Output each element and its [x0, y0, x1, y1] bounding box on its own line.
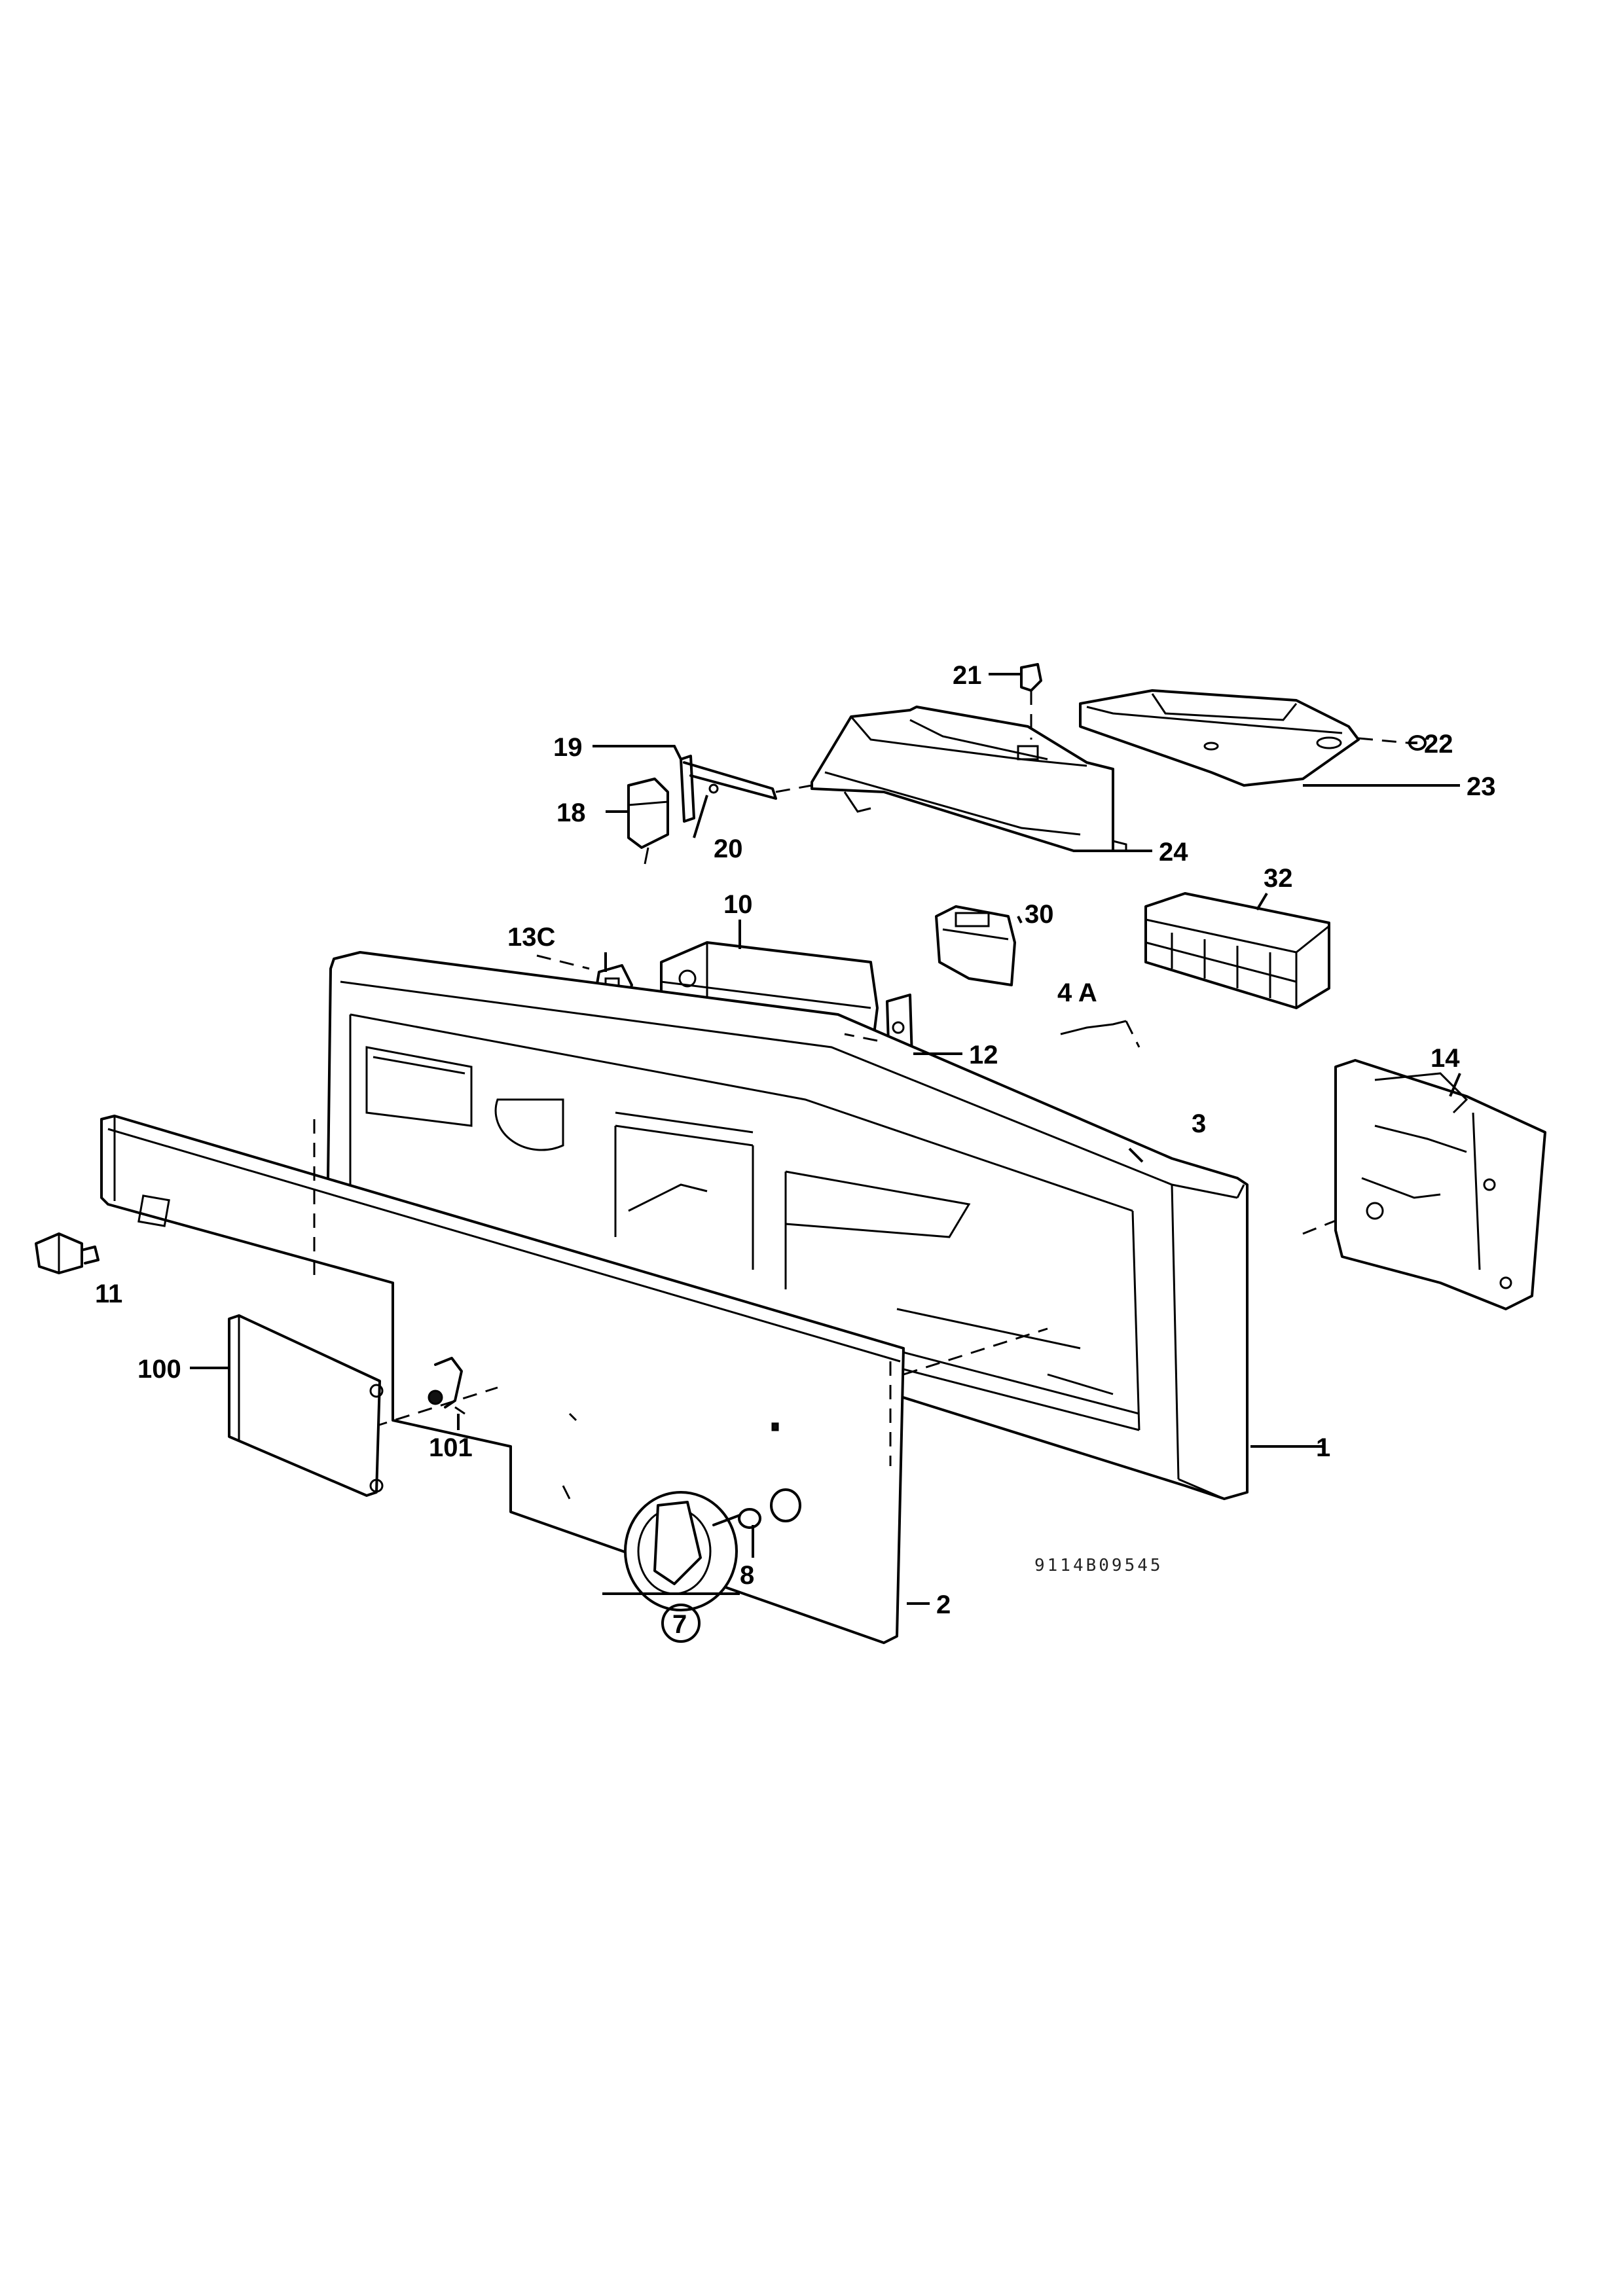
callout-24: 24: [1159, 838, 1188, 867]
callout-101: 101: [429, 1433, 473, 1462]
part-23-tray: [1079, 689, 1360, 787]
part-100-door-panel: [228, 1314, 384, 1497]
part-19-rod: [680, 755, 812, 823]
callout-11: 11: [95, 1280, 122, 1308]
part-20-pin: [708, 783, 719, 794]
part-18-switch: [627, 778, 669, 865]
callout-20: 20: [714, 834, 743, 863]
callout-100: 100: [137, 1355, 181, 1384]
callout-10: 10: [723, 890, 753, 919]
part-11-clip: [35, 1232, 100, 1274]
alignment-lines: [313, 954, 1048, 1466]
part-30-holder: [935, 905, 1016, 986]
callout-14: 14: [1431, 1044, 1460, 1073]
callout-19: 19: [553, 733, 583, 762]
callout-12: 12: [969, 1041, 998, 1069]
callout-2: 2: [936, 1590, 951, 1619]
part-4a-pin: [1060, 1020, 1140, 1048]
leader-lines: [190, 673, 1461, 1605]
part-21-screw: [1020, 663, 1042, 740]
callout-labels: 1 2 3 4 A 7 8 10 11 12 13C 14 18 19 20 2…: [95, 661, 1496, 1639]
part-32-connector-block: [1144, 892, 1330, 1009]
callout-32: 32: [1264, 864, 1293, 893]
part-101-spring: [428, 1357, 465, 1415]
part-8-spindle: [712, 1488, 801, 1529]
part-24-housing: [811, 706, 1127, 852]
callout-23: 23: [1467, 772, 1496, 801]
callout-21: 21: [953, 661, 982, 690]
callout-8: 8: [740, 1561, 754, 1590]
drawing-code: 9114B09545: [1034, 1556, 1163, 1575]
callout-1: 1: [1316, 1433, 1330, 1462]
part-14-switch-assembly: [1302, 1059, 1546, 1310]
callout-3: 3: [1192, 1109, 1206, 1138]
callout-7: 7: [672, 1610, 687, 1639]
callout-13c: 13C: [507, 923, 555, 952]
callout-4a: 4 A: [1057, 978, 1097, 1007]
callout-30: 30: [1025, 900, 1054, 929]
callout-22: 22: [1424, 730, 1453, 759]
callout-18: 18: [556, 798, 586, 827]
part-7-knob: [602, 1491, 740, 1643]
